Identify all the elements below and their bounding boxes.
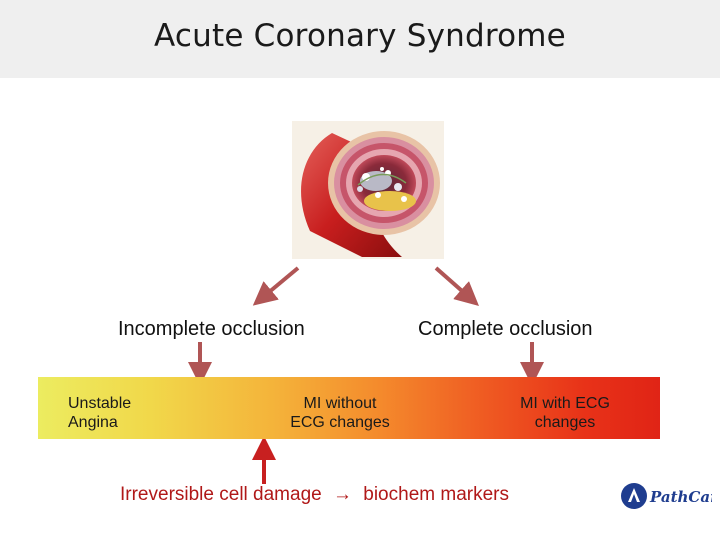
- pathcare-logo-icon: PathCare: [621, 483, 720, 509]
- spectrum-bar: [38, 377, 660, 439]
- complete-occlusion-label: Complete occlusion: [418, 318, 593, 340]
- artery-image: [301, 131, 440, 257]
- right-arrow-icon: →: [332, 484, 352, 505]
- mi-without-ecg-label: MI without ECG changes: [270, 394, 410, 432]
- unstable-angina-line1: Unstable: [68, 395, 132, 412]
- title-bar: [0, 0, 720, 78]
- mi-with-ecg-line1: MI with ECG: [520, 395, 610, 412]
- footer-text-after: biochem markers: [363, 484, 509, 505]
- arrow-to-complete: [434, 266, 479, 306]
- mi-without-ecg-line2: ECG changes: [290, 414, 390, 431]
- arrow-to-incomplete: [252, 266, 300, 306]
- unstable-angina-line2: Angina: [68, 414, 118, 431]
- pathcare-logo: PathCare: [620, 480, 720, 512]
- mi-with-ecg-label: MI with ECG changes: [500, 394, 630, 432]
- footer-statement: Irreversible cell damage → biochem marke…: [120, 484, 509, 506]
- mi-without-ecg-line1: MI without: [303, 395, 377, 412]
- unstable-angina-label: Unstable Angina: [68, 394, 131, 432]
- footer-text-before: Irreversible cell damage: [120, 484, 322, 505]
- mi-with-ecg-line2: changes: [534, 414, 596, 431]
- incomplete-occlusion-label: Incomplete occlusion: [118, 318, 305, 340]
- slide-title: Acute Coronary Syndrome: [154, 18, 566, 54]
- artery-illustration: [292, 121, 444, 259]
- svg-text:PathCare: PathCare: [649, 488, 712, 506]
